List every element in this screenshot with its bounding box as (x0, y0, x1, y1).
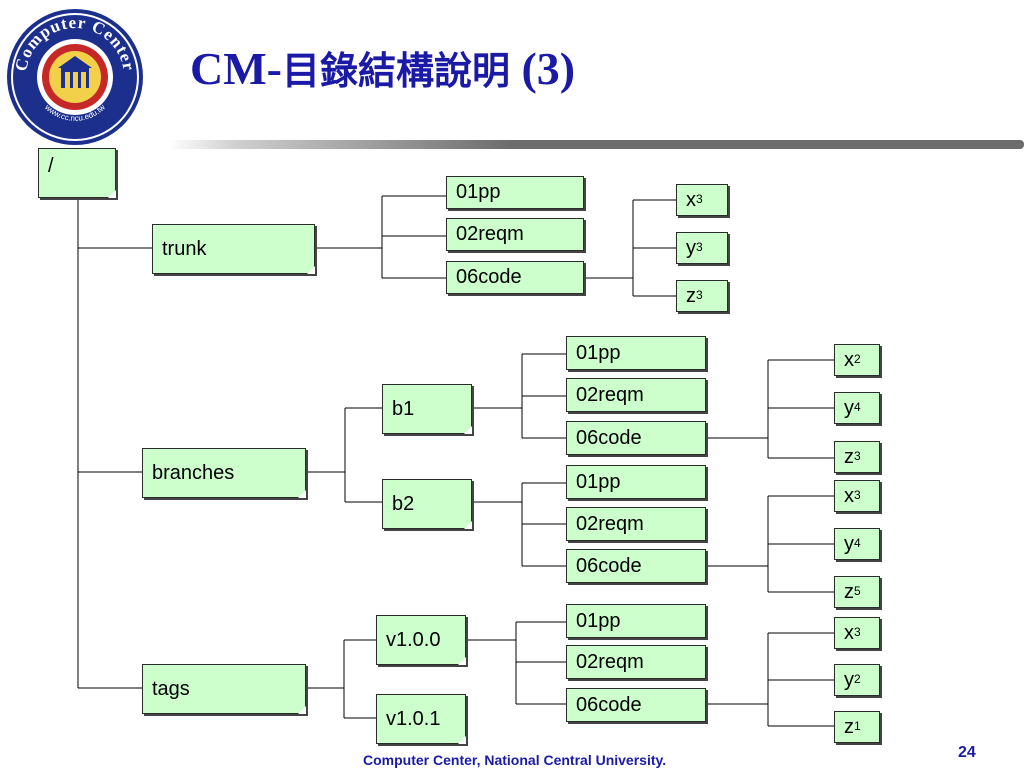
dir-label: 02reqm (576, 650, 644, 673)
tags-label: tags (152, 677, 190, 700)
root-label: / (48, 155, 54, 177)
v100-dir-06code: 06code (566, 688, 706, 722)
branches-node: branches (142, 448, 306, 498)
file-base: y (844, 396, 854, 419)
tags-node: tags (142, 664, 306, 714)
connector-b2-code (706, 495, 834, 593)
b1-dir-02reqm: 02reqm (566, 378, 706, 412)
b1-node: b1 (382, 384, 472, 434)
dir-label: 02reqm (576, 383, 644, 406)
connector-v100-code (706, 632, 834, 727)
dir-label: 02reqm (456, 223, 524, 245)
connector-root (77, 198, 152, 689)
dir-label: 01pp (576, 470, 621, 493)
file-base: z (844, 580, 854, 603)
file-base: x (686, 188, 696, 211)
branches-label: branches (152, 461, 235, 484)
v100-dir-01pp: 01pp (566, 604, 706, 638)
connector-v100 (466, 621, 566, 705)
dir-label: 02reqm (576, 512, 644, 535)
v100-dir-02reqm: 02reqm (566, 645, 706, 679)
b2-node: b2 (382, 479, 472, 529)
slide-title: CM-目錄結構說明 (3) (190, 46, 575, 92)
file-base: z (844, 445, 854, 468)
dir-label: 01pp (456, 181, 501, 203)
trunk-dir-01pp: 01pp (446, 176, 584, 209)
b2-dir-06code: 06code (566, 549, 706, 583)
title-cjk: 目錄結構說明 (281, 49, 510, 93)
dir-label: 01pp (576, 341, 621, 364)
b1-label: b1 (392, 397, 415, 420)
trunk-dir-02reqm: 02reqm (446, 218, 584, 251)
file-base: x (844, 621, 854, 644)
v101-label: v1.0.1 (386, 707, 441, 730)
connector-trunk-code (584, 199, 676, 297)
file-base: z (844, 715, 854, 738)
footer-text: Computer Center, National Central Univer… (363, 752, 667, 768)
computer-center-logo: Computer Center www.cc.ncu.edu.tw (7, 9, 143, 145)
trunk-node: trunk (152, 224, 315, 274)
trunk-dir-06code: 06code (446, 261, 584, 294)
b1-dir-01pp: 01pp (566, 336, 706, 370)
dir-label: 06code (576, 426, 642, 449)
trunk-label: trunk (162, 237, 207, 260)
file-base: z (686, 284, 696, 307)
file-base: x (844, 348, 854, 371)
connector-b1 (472, 353, 566, 439)
b2-dir-02reqm: 02reqm (566, 507, 706, 541)
root-node: / (38, 148, 116, 198)
page-number: 24 (958, 744, 976, 761)
dir-label: 06code (576, 693, 642, 716)
b2-label: b2 (392, 492, 415, 515)
file-base: y (844, 532, 854, 555)
b2-dir-01pp: 01pp (566, 465, 706, 499)
connector-branches (306, 407, 382, 503)
v100-node: v1.0.0 (376, 615, 466, 665)
file-base: x (844, 484, 854, 507)
b1-dir-06code: 06code (566, 421, 706, 455)
dir-label: 01pp (576, 609, 621, 632)
connector-trunk (315, 195, 446, 279)
v101-node: v1.0.1 (376, 694, 466, 744)
file-base: y (844, 668, 854, 691)
connector-b1-code (706, 359, 834, 459)
title-suffix: (3) (521, 43, 576, 94)
title-latin: CM- (190, 43, 282, 94)
dir-label: 06code (576, 554, 642, 577)
dir-label: 06code (456, 266, 522, 288)
title-divider (168, 140, 1024, 149)
connector-b2 (472, 482, 566, 567)
connector-tags (306, 639, 376, 719)
file-base: y (686, 236, 696, 259)
v100-label: v1.0.0 (386, 628, 441, 651)
